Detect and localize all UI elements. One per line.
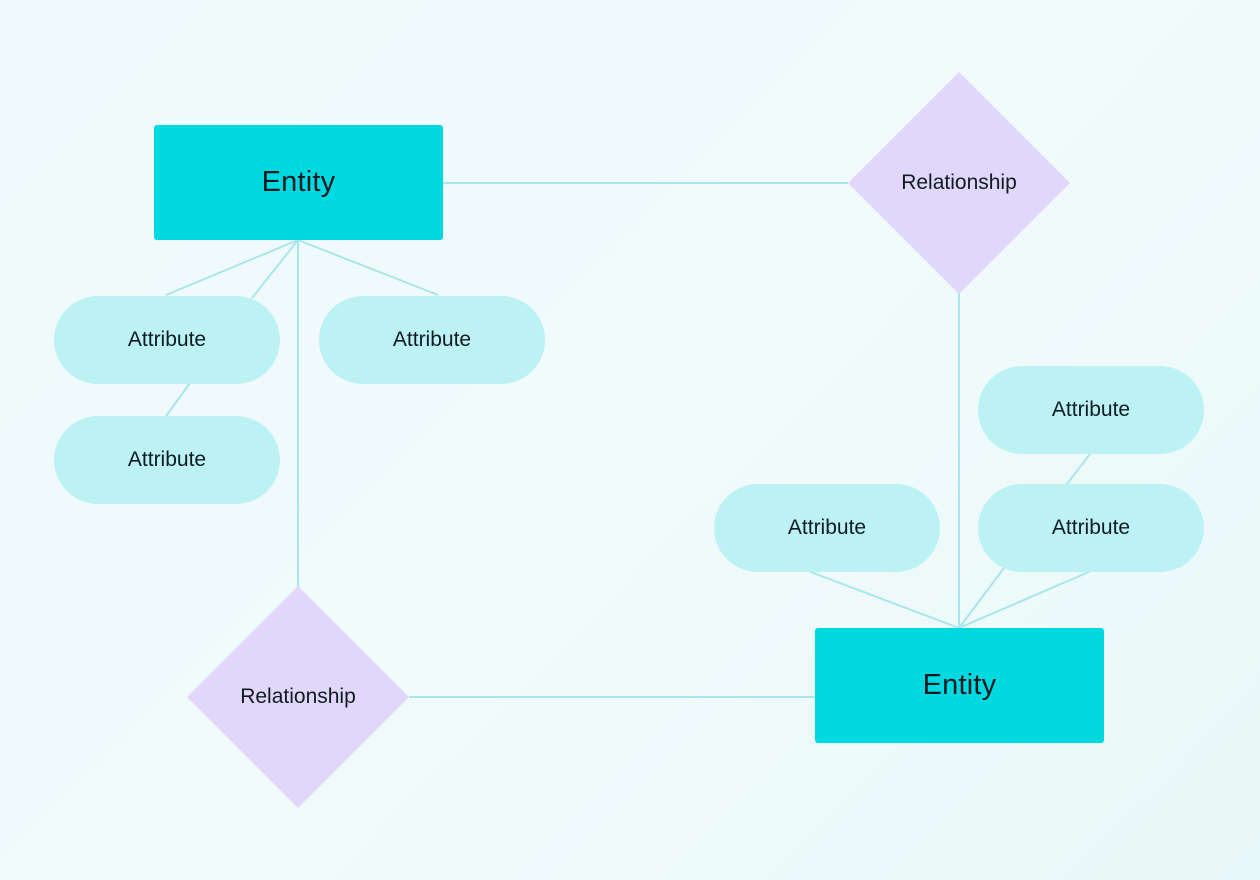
attribute-label: Attribute: [127, 448, 207, 471]
attribute-label: Attribute: [787, 516, 867, 539]
connector-entity1-attribute-top-right: [297, 239, 439, 296]
connector-entity2-attribute-right-inner: [958, 567, 1005, 629]
connector-attribute-stack-left: [165, 382, 191, 417]
relationship-diamond-top: [848, 72, 1070, 294]
connector-entity2-attribute-middle: [807, 570, 960, 629]
relationship-label-bottom: Relationship: [240, 685, 356, 708]
relationship-label-top: Relationship: [901, 171, 1017, 194]
attribute-right-middle-right: Attribute: [978, 484, 1204, 572]
attribute-left-lower: Attribute: [54, 416, 280, 504]
attribute-left-upper: Attribute: [54, 296, 280, 384]
connector-attribute-stack-right: [1066, 453, 1091, 485]
connector-entity1-attribute-top-left-outer: [165, 239, 299, 296]
entity-label: Entity: [922, 669, 997, 701]
attribute-right-middle-left: Attribute: [714, 484, 940, 572]
connector-entity1-attribute-top-left-inner: [251, 239, 299, 299]
attribute-label: Attribute: [1051, 516, 1131, 539]
attribute-center-upper: Attribute: [319, 296, 545, 384]
relationship-diamond-bottom: [187, 586, 409, 808]
attribute-label: Attribute: [392, 328, 472, 351]
attribute-label: Attribute: [127, 328, 207, 351]
attribute-label: Attribute: [1051, 398, 1131, 421]
attribute-right-top: Attribute: [978, 366, 1204, 454]
entity-bottom-right: Entity: [815, 628, 1104, 743]
entity-label: Entity: [261, 166, 336, 198]
entity-top-left: Entity: [154, 125, 443, 240]
connector-entity2-attribute-right-outer: [958, 570, 1092, 629]
